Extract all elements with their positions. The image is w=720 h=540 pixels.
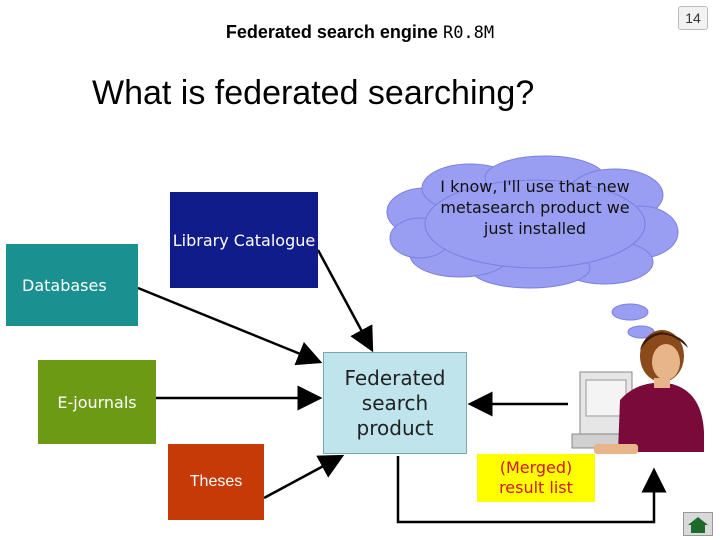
header-version: R0.8M (442, 23, 495, 43)
thought-bubble-small-1 (611, 303, 649, 321)
slide-header: Federated search engine R0.8M (0, 22, 720, 43)
arrow-databases-to-product (137, 286, 323, 366)
arrow-theses-to-product (263, 454, 345, 500)
thought-text: I know, I'll use that new metasearch pro… (440, 177, 630, 238)
library-catalogue-box: Library Catalogue (170, 192, 318, 288)
page-number: 14 (678, 6, 708, 30)
federated-search-product-box: Federated search product (323, 352, 467, 454)
arrow-library-to-product (316, 249, 374, 353)
ejournals-box: E-journals (38, 360, 156, 444)
arrow-result-path (396, 456, 667, 524)
woman-at-computer-icon (571, 330, 704, 454)
slide-title: What is federated searching? (92, 74, 535, 112)
home-nav-icon[interactable] (683, 512, 713, 536)
merged-result-list-box: (Merged) result list (477, 454, 595, 502)
databases-box: Databases (6, 244, 138, 326)
thought-cloud (386, 155, 679, 289)
header-title: Federated search engine (225, 22, 438, 42)
theses-box: Theses (168, 444, 264, 520)
